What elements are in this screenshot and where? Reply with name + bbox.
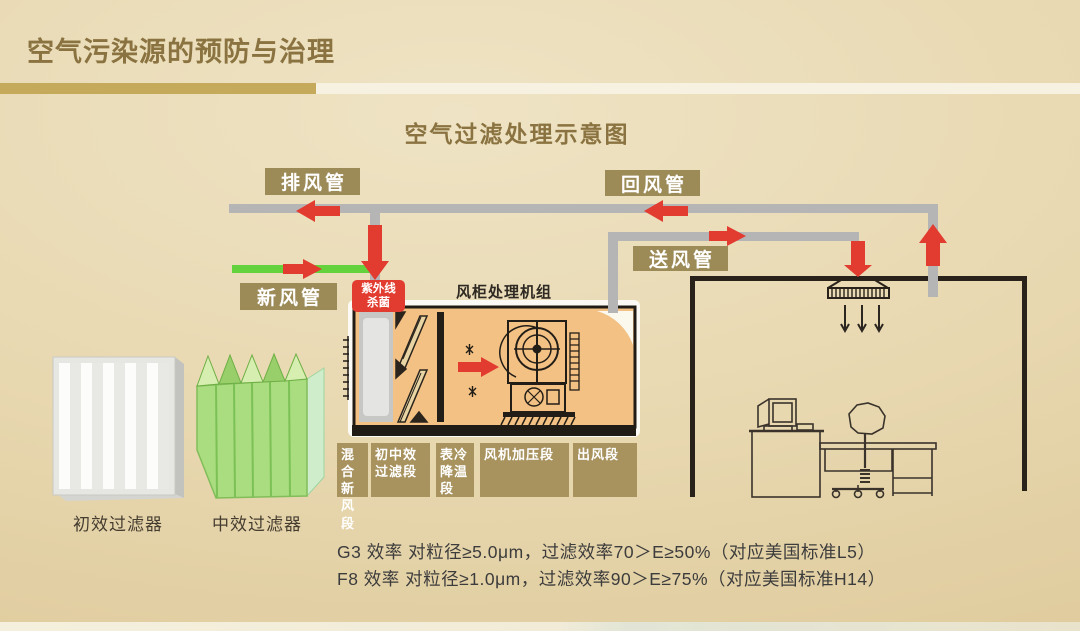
medium-filter-caption: 中效过滤器 <box>212 515 302 534</box>
diagram-title: 空气过滤处理示意图 <box>404 121 630 147</box>
note-f8: F8 效率 对粒径≥1.0μm，过滤效率90＞E≥75%（对应美国标准H14） <box>337 569 886 589</box>
ahu-section-mixing: 混合 新风 段 <box>337 443 368 531</box>
header-accent-bar <box>0 83 316 94</box>
desk-computer <box>749 398 937 498</box>
supply-duct-label: 送风管 <box>633 246 728 271</box>
ahu-section-filter: 初中效 过滤段 <box>371 443 430 497</box>
airflow-arrows <box>283 200 947 377</box>
primary-filter-image <box>52 356 184 501</box>
ahu-filter-panels <box>395 311 429 423</box>
uv-sterilize-badge: 紫外线 杀菌 <box>352 280 405 312</box>
note-g3: G3 效率 对粒径≥5.0μm，过滤效率70＞E≥50%（对应美国标准L5） <box>337 542 876 562</box>
primary-filter-caption: 初效过滤器 <box>73 515 163 534</box>
bag-filter-image <box>196 352 325 499</box>
ahu-section-cooling: 表冷 降温 段 <box>436 443 474 497</box>
uv-badge-line2: 杀菌 <box>367 297 390 309</box>
cooling-symbols <box>465 344 477 397</box>
office-chair <box>831 402 886 499</box>
supply-duct-stub <box>608 241 618 313</box>
exhaust-duct-label: 排风管 <box>265 168 360 195</box>
bottom-strip <box>0 622 1080 631</box>
uv-badge-line1: 紫外线 <box>361 282 396 295</box>
page-title: 空气污染源的预防与治理 <box>27 37 335 67</box>
ahu-section-outlet: 出风段 <box>573 443 637 497</box>
ahu-caption: 风柜处理机组 <box>456 284 553 301</box>
ahu-section-fan: 风机加压段 <box>480 443 569 497</box>
header-light-bar <box>316 83 1080 94</box>
fresh-duct-label: 新风管 <box>240 283 337 310</box>
ceiling-diffuser <box>827 276 890 299</box>
room-air-arrows <box>840 305 884 334</box>
room-outline <box>690 276 1027 497</box>
return-duct-label: 回风管 <box>605 170 700 196</box>
